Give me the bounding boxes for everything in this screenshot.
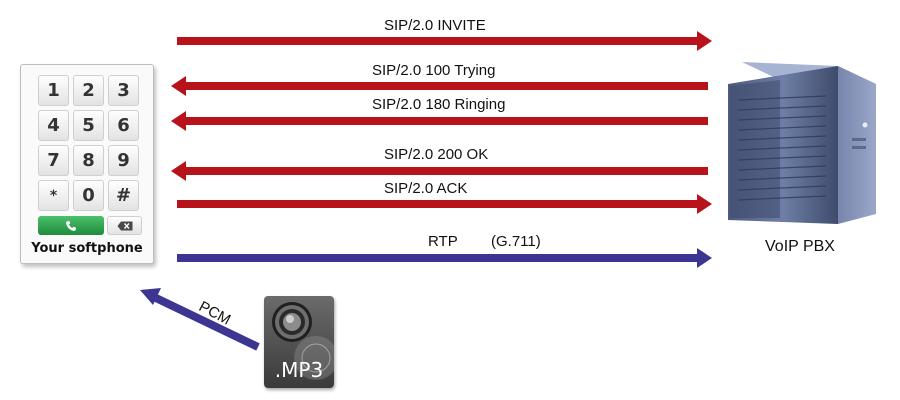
key-3[interactable]: 3 [108, 75, 139, 106]
server-tower-icon [728, 62, 876, 224]
arrow-100-trying [171, 76, 708, 96]
softphone: 1 2 3 4 5 6 7 8 9 * 0 # Your softphone [20, 64, 154, 264]
key-0[interactable]: 0 [73, 180, 104, 211]
key-7[interactable]: 7 [38, 145, 69, 176]
label-180-ringing: SIP/2.0 180 Ringing [372, 96, 506, 113]
label-ack: SIP/2.0 ACK [384, 180, 468, 197]
keypad: 1 2 3 4 5 6 7 8 9 * 0 # [38, 75, 141, 235]
key-6[interactable]: 6 [108, 110, 139, 141]
label-rtp: RTP [428, 233, 458, 250]
arrow-200-ok [171, 161, 708, 181]
arrow-ack [177, 194, 712, 214]
mp3-file: .MP3 [264, 296, 334, 388]
arrow-180-ringing [171, 111, 708, 131]
key-9[interactable]: 9 [108, 145, 139, 176]
speaker-file-icon [272, 302, 334, 380]
mp3-label: .MP3 [274, 358, 324, 382]
phone-handset-icon [66, 220, 76, 231]
key-star[interactable]: * [38, 180, 69, 211]
call-button[interactable] [38, 216, 104, 235]
key-2[interactable]: 2 [73, 75, 104, 106]
arrow-rtp [177, 248, 712, 268]
arrow-invite [177, 31, 712, 51]
server-label: VoIP PBX [765, 238, 835, 255]
backspace-icon [117, 221, 132, 230]
label-rtp-codec: (G.711) [491, 233, 541, 250]
key-5[interactable]: 5 [73, 110, 104, 141]
key-8[interactable]: 8 [73, 145, 104, 176]
arrow-pcm [140, 288, 260, 351]
label-invite: SIP/2.0 INVITE [384, 17, 486, 34]
key-4[interactable]: 4 [38, 110, 69, 141]
delete-button[interactable] [107, 216, 142, 235]
label-200-ok: SIP/2.0 200 OK [384, 146, 489, 163]
softphone-label: Your softphone [31, 241, 143, 256]
key-hash[interactable]: # [108, 180, 139, 211]
label-100-trying: SIP/2.0 100 Trying [372, 62, 496, 79]
key-1[interactable]: 1 [38, 75, 69, 106]
